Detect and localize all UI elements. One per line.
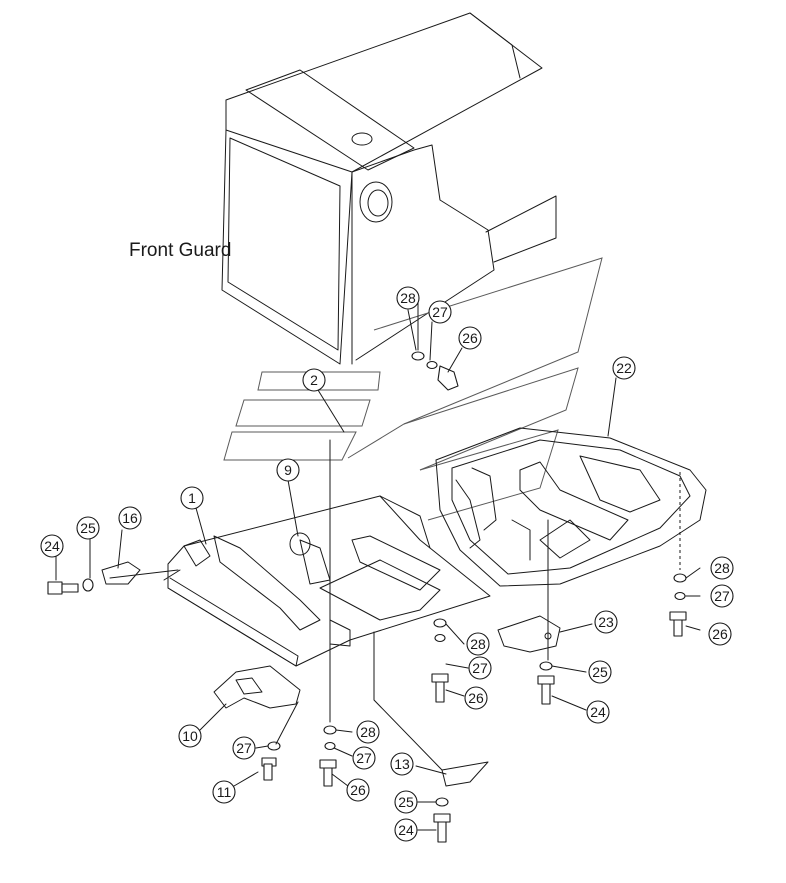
callout-23: 23 xyxy=(594,610,618,634)
callout-25: 25 xyxy=(588,660,612,684)
callout-11: 11 xyxy=(212,780,236,804)
hook-bracket xyxy=(213,665,301,709)
callout-24: 24 xyxy=(40,534,64,558)
svg-text:9: 9 xyxy=(284,462,292,478)
callout-10: 10 xyxy=(178,724,202,748)
svg-text:26: 26 xyxy=(350,782,366,798)
callout-27: 27 xyxy=(468,656,492,680)
callout-26: 26 xyxy=(708,622,732,646)
leader-lines xyxy=(55,309,701,831)
callout-26: 26 xyxy=(464,686,488,710)
svg-text:26: 26 xyxy=(462,330,478,346)
callout-25: 25 xyxy=(76,516,100,540)
callout-9: 9 xyxy=(276,458,300,482)
callout-27: 27 xyxy=(710,584,734,608)
callout-26: 26 xyxy=(458,326,482,350)
callout-28: 28 xyxy=(466,632,490,656)
svg-text:13: 13 xyxy=(394,756,410,772)
plate-23 xyxy=(497,615,561,653)
callout-24: 24 xyxy=(586,700,610,724)
svg-text:27: 27 xyxy=(236,740,252,756)
callout-bubbles: 28 27 26 2 22 9 1 16 25 24 28 27 26 23 2… xyxy=(40,286,734,842)
main-floor-frame xyxy=(109,495,491,667)
callout-25: 25 xyxy=(394,790,418,814)
hardware xyxy=(47,351,687,843)
svg-text:2: 2 xyxy=(310,372,318,388)
callout-28: 28 xyxy=(710,556,734,580)
svg-text:27: 27 xyxy=(432,304,448,320)
bracket-13 xyxy=(373,631,489,787)
svg-text:27: 27 xyxy=(356,750,372,766)
guide-lines xyxy=(329,299,681,723)
svg-text:28: 28 xyxy=(714,560,730,576)
svg-text:25: 25 xyxy=(398,794,414,810)
svg-text:28: 28 xyxy=(470,636,486,652)
callout-26: 26 xyxy=(346,778,370,802)
callout-27: 27 xyxy=(352,746,376,770)
ghost-panels xyxy=(223,257,603,521)
callout-22: 22 xyxy=(612,356,636,380)
svg-text:24: 24 xyxy=(590,704,606,720)
svg-text:24: 24 xyxy=(44,538,60,554)
svg-text:28: 28 xyxy=(400,290,416,306)
bracket-16 xyxy=(101,561,141,585)
callout-16: 16 xyxy=(118,506,142,530)
svg-text:28: 28 xyxy=(360,724,376,740)
svg-text:10: 10 xyxy=(182,728,198,744)
svg-text:27: 27 xyxy=(472,660,488,676)
callout-13: 13 xyxy=(390,752,414,776)
svg-text:22: 22 xyxy=(616,360,632,376)
callout-2: 2 xyxy=(302,368,326,392)
right-floor-plate xyxy=(435,427,707,587)
svg-text:23: 23 xyxy=(598,614,614,630)
callout-28: 28 xyxy=(396,286,420,310)
callout-28: 28 xyxy=(356,720,380,744)
svg-text:26: 26 xyxy=(468,690,484,706)
svg-text:11: 11 xyxy=(217,784,232,800)
callout-27: 27 xyxy=(232,736,256,760)
diagram-title: Front Guard xyxy=(129,240,231,261)
svg-text:27: 27 xyxy=(714,588,730,604)
svg-text:26: 26 xyxy=(712,626,728,642)
front-guard-hood xyxy=(221,12,557,365)
svg-text:25: 25 xyxy=(80,520,96,536)
callout-1: 1 xyxy=(180,486,204,510)
svg-text:25: 25 xyxy=(592,664,608,680)
callout-27: 27 xyxy=(428,300,452,324)
callout-24: 24 xyxy=(394,818,418,842)
svg-text:16: 16 xyxy=(122,510,138,526)
svg-text:24: 24 xyxy=(398,822,414,838)
svg-text:1: 1 xyxy=(188,490,196,506)
